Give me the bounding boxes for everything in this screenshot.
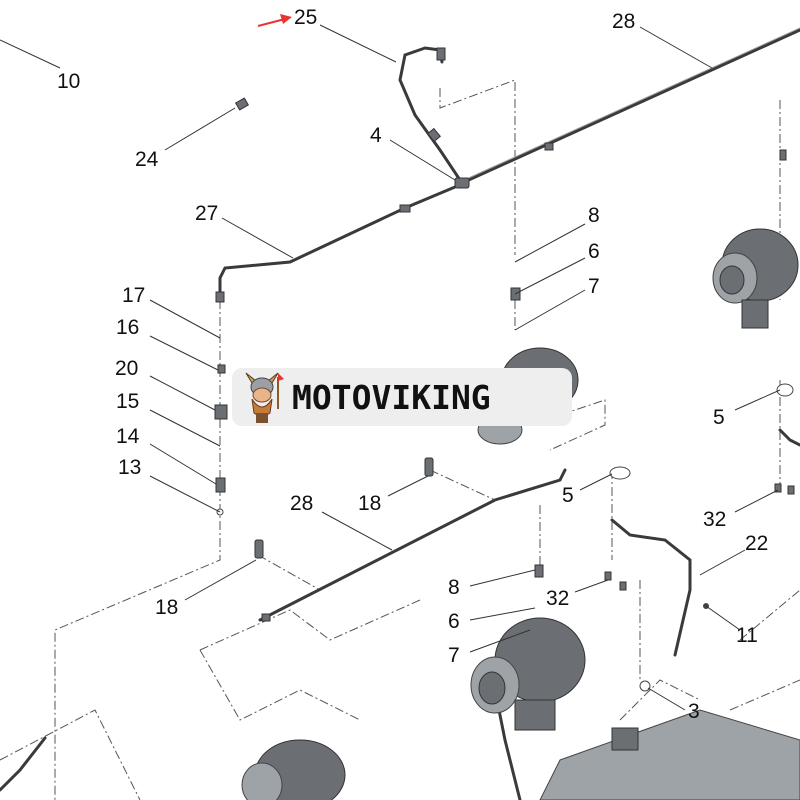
callout-25: 25 [294, 6, 317, 29]
callout-6: 6 [588, 240, 600, 263]
callout-18: 18 [155, 596, 178, 619]
callout-32: 32 [546, 587, 569, 610]
callout-8: 8 [448, 576, 460, 599]
callout-4: 4 [370, 124, 382, 147]
callout-20: 20 [115, 357, 138, 380]
callout-17: 17 [122, 284, 145, 307]
callout-11: 11 [736, 624, 758, 647]
callout-8: 8 [588, 204, 600, 227]
callout-28: 28 [612, 10, 635, 33]
callout-22: 22 [745, 532, 768, 555]
exhaust-manifold-icon [539, 709, 800, 800]
callout-labels: 10 25 28 24 4 27 8 6 7 17 16 20 15 14 13… [57, 6, 768, 723]
leader-lines [0, 24, 781, 711]
callout-5: 5 [562, 484, 574, 507]
brand-wordmark: MOTOVIKING [292, 377, 491, 417]
callout-7: 7 [448, 644, 460, 667]
callout-32: 32 [703, 508, 726, 531]
turbocharger-icon [712, 228, 799, 329]
callout-3: 3 [688, 700, 700, 723]
callout-16: 16 [116, 316, 139, 339]
callout-14: 14 [116, 425, 140, 448]
watermark-banner: MOTOVIKING [232, 368, 572, 426]
callout-28: 28 [290, 492, 313, 515]
viking-logo-icon [245, 372, 284, 423]
red-arrow-icon [257, 14, 292, 27]
callout-15: 15 [116, 390, 139, 413]
callout-10: 10 [57, 70, 80, 93]
turbocharger-icon [241, 739, 346, 800]
callout-27: 27 [195, 202, 218, 225]
callout-13: 13 [118, 456, 141, 479]
callout-7: 7 [588, 275, 600, 298]
turbocharger-icon [470, 617, 586, 731]
fittings [214, 47, 795, 692]
callout-6: 6 [448, 610, 460, 633]
callout-24: 24 [135, 148, 159, 171]
callout-5: 5 [713, 406, 725, 429]
callout-18: 18 [358, 492, 381, 515]
